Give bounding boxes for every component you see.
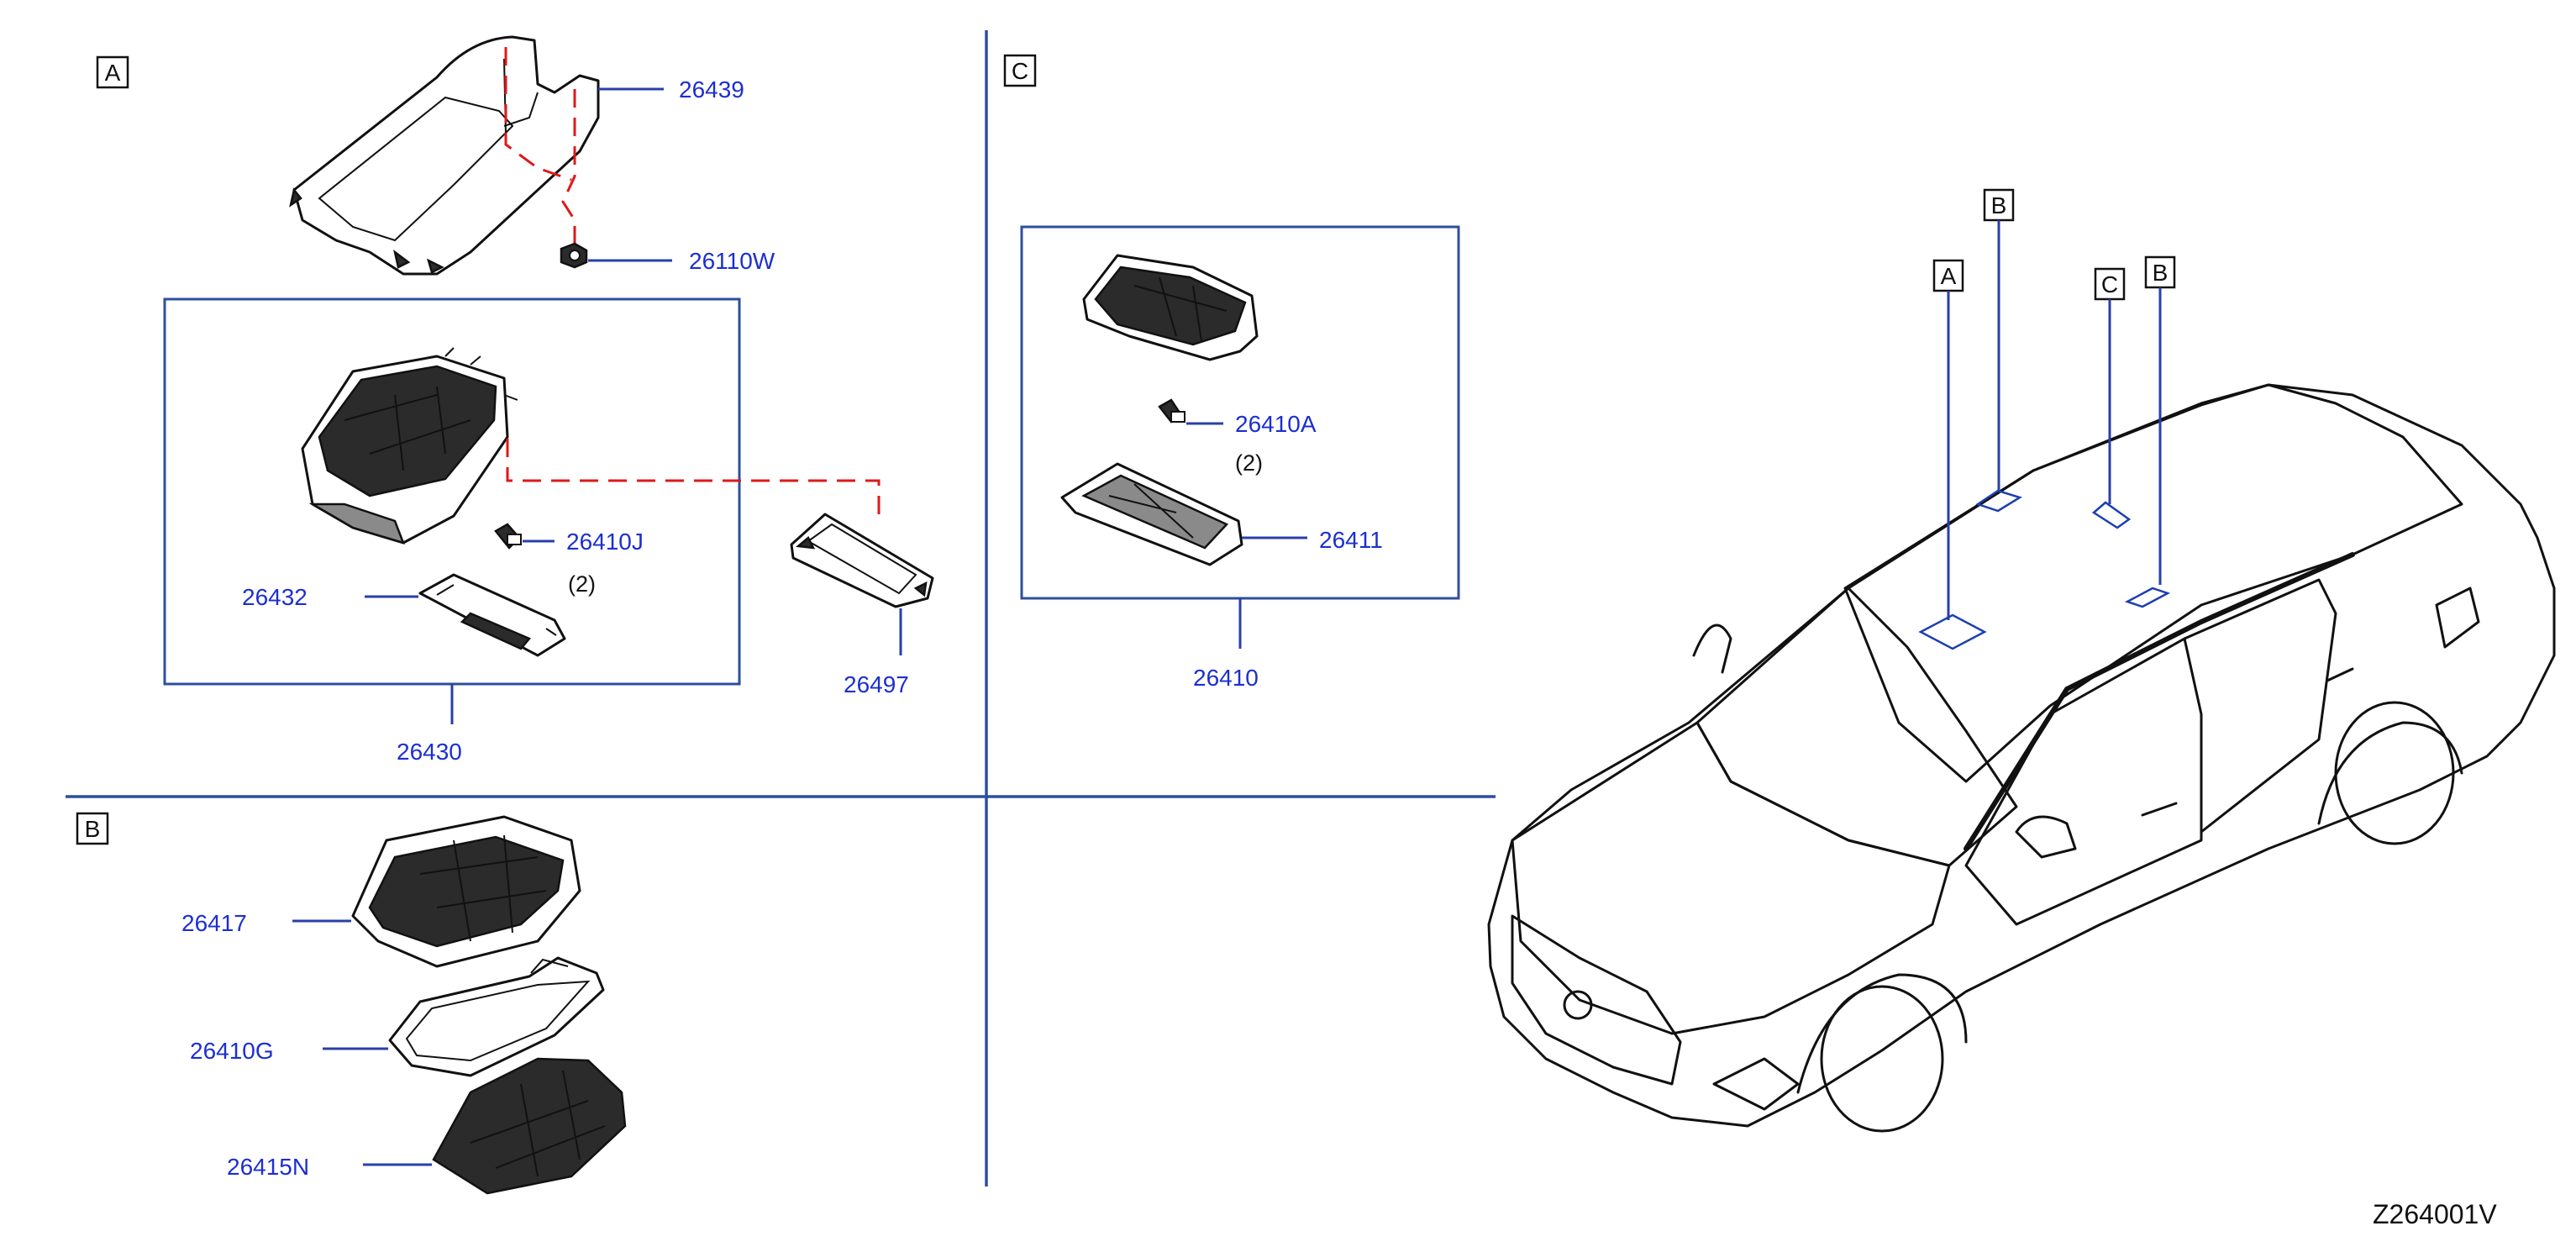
quantity-26410a: (2) (1235, 450, 1263, 476)
section-b-letter: B (85, 816, 101, 842)
callout-letter-a: A (1941, 263, 1957, 289)
bracket-dashed-connector (504, 47, 576, 249)
sedan-car-icon (1487, 383, 2556, 1133)
bulb-part-26410a[interactable] (1158, 398, 1185, 424)
section-a-letter: A (105, 60, 121, 86)
lens-part-26410g[interactable] (388, 956, 605, 1077)
drawing-code: Z264001V (2373, 1199, 2497, 1229)
part-number-26430[interactable]: 26430 (397, 739, 462, 765)
map-lamp-assembly-part[interactable] (301, 347, 518, 545)
section-dividers (66, 30, 1496, 1186)
part-number-26410j[interactable]: 26410J (566, 529, 644, 555)
location-callout-a[interactable]: A (1918, 259, 1987, 650)
part-number-26417[interactable]: 26417 (181, 910, 247, 936)
section-a: A 26439 26110W (96, 35, 934, 765)
part-number-26410[interactable]: 26410 (1193, 665, 1259, 691)
part-number-26415n[interactable]: 26415N (227, 1154, 309, 1180)
part-number-26110w[interactable]: 26110W (689, 248, 775, 274)
part-number-26411[interactable]: 26411 (1319, 527, 1383, 553)
callout-letter-b-rear: B (2153, 260, 2169, 286)
location-callout-b-front[interactable]: B (1975, 188, 2023, 513)
bulb-part-26410j[interactable] (494, 523, 522, 550)
section-c: C 26410A (2) 26411 26410 (1003, 54, 1460, 691)
location-callout-c[interactable]: C (2091, 267, 2132, 529)
location-mark-b-rear (2124, 587, 2171, 608)
part-number-26410a[interactable]: 26410A (1235, 411, 1317, 437)
section-c-marker[interactable]: C (1003, 54, 1037, 87)
location-mark-b-front (1975, 489, 2023, 513)
part-number-26432[interactable]: 26432 (242, 584, 308, 610)
location-mark-c (2091, 501, 2132, 529)
lens-part-26411[interactable] (1060, 462, 1243, 566)
location-mark-a (1918, 613, 1987, 650)
clip-part[interactable] (560, 242, 588, 269)
console-bracket-part[interactable] (289, 35, 600, 276)
housing-part-26417[interactable] (351, 815, 581, 968)
section-c-letter: C (1012, 58, 1028, 84)
callout-letter-b-front: B (1991, 192, 2007, 218)
lamp-housing-part-26410[interactable] (1082, 254, 1259, 361)
callout-letter-c: C (2101, 271, 2118, 297)
vehicle-illustration: A B C B (1487, 188, 2556, 1133)
location-callout-b-rear[interactable]: B (2124, 255, 2176, 608)
lens-part-26432[interactable] (418, 573, 566, 657)
section-b-marker[interactable]: B (76, 812, 109, 845)
part-number-26439[interactable]: 26439 (679, 76, 744, 103)
part-number-26410g[interactable]: 26410G (190, 1038, 274, 1064)
housing-part-26415n[interactable] (432, 1057, 627, 1195)
quantity-26410j: (2) (568, 571, 596, 597)
section-a-marker[interactable]: A (96, 55, 129, 89)
cover-part-26497[interactable] (790, 513, 934, 608)
part-number-26497[interactable]: 26497 (844, 671, 909, 697)
lamp-dashed-connector (506, 439, 881, 514)
section-b: B 26417 26410G 26415N (76, 812, 627, 1195)
